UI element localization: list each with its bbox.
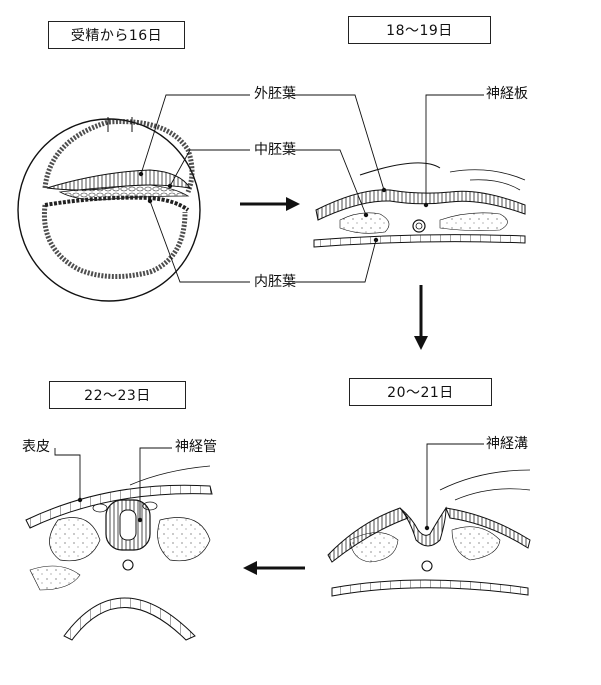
- arrow-left: [243, 561, 305, 575]
- notochord: [412, 219, 426, 233]
- notochord-2: [421, 560, 433, 572]
- neural-plate-band: [315, 189, 526, 221]
- arrow-right: [240, 197, 300, 211]
- label-endoderm: 内胚葉: [254, 274, 296, 290]
- stage-day18-19-illustration: [313, 162, 526, 248]
- notochord-3: [122, 559, 134, 571]
- label-epidermis: 表皮: [22, 439, 50, 455]
- stage-box-day18-19: 18～19日: [348, 16, 491, 44]
- yolk-sac-membrane: [41, 204, 188, 280]
- stage-box-day22-23: 22～23日: [49, 381, 186, 409]
- endoderm-layer: [44, 195, 190, 212]
- leader-lines-germ-layers: [140, 94, 484, 283]
- label-neural-groove: 神経溝: [486, 436, 528, 452]
- stage-day22-23-illustration: [25, 447, 213, 641]
- label-neural-tube: 神経管: [175, 439, 217, 455]
- epidermis-band: [25, 484, 213, 529]
- amnion-membrane: [42, 119, 195, 193]
- stage-box-day16: 受精から16日: [48, 21, 185, 49]
- label-neural-plate: 神経板: [486, 86, 528, 102]
- label-mesoderm: 中胚葉: [254, 142, 296, 158]
- stage-day20-21-illustration: [327, 443, 531, 597]
- gut-arc: [63, 597, 196, 641]
- endoderm-band-2: [331, 579, 529, 597]
- label-ectoderm: 外胚葉: [254, 86, 296, 102]
- stage-box-day20-21: 20～21日: [349, 378, 492, 406]
- neural-groove-shape: [399, 506, 447, 547]
- arrow-down: [414, 285, 428, 350]
- stage-day16-illustration: [17, 117, 201, 302]
- embryo-disc-circle: [17, 118, 201, 302]
- endoderm-band: [313, 234, 526, 248]
